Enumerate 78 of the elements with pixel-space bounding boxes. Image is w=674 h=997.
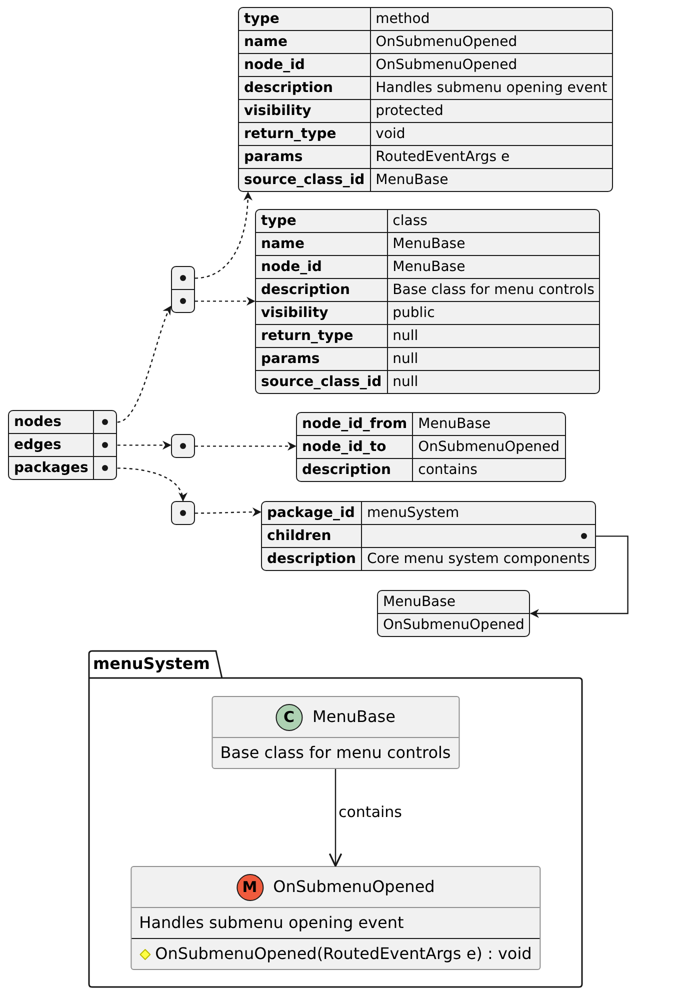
dashed-arrow — [195, 442, 296, 451]
json-value: MenuBase — [418, 416, 491, 432]
json-key: type — [261, 213, 296, 229]
json-value: Base class for menu controls — [392, 282, 594, 298]
method-name: OnSubmenuOpened — [273, 877, 435, 897]
json-object-table — [255, 209, 600, 394]
json-array-box — [377, 590, 530, 637]
json-object-table — [296, 412, 566, 482]
json-key: params — [244, 149, 303, 165]
json-key: packages — [14, 460, 88, 476]
json-array-box — [171, 434, 195, 458]
dashed-arrow — [195, 508, 262, 517]
json-value: OnSubmenuOpened — [418, 439, 560, 455]
json-key: edges — [14, 437, 62, 453]
method-signature: OnSubmenuOpened(RoutedEventArgs e) : void — [155, 944, 532, 964]
json-key: children — [267, 528, 332, 544]
json-key: node_id — [261, 259, 322, 275]
json-value: method — [376, 11, 430, 27]
json-key: node_id_from — [302, 416, 408, 432]
json-value: protected — [376, 103, 444, 119]
json-key: name — [244, 34, 288, 50]
json-key: visibility — [244, 103, 312, 119]
class-description: Base class for menu controls — [220, 743, 451, 762]
json-object-table — [8, 410, 118, 480]
json-value: null — [392, 351, 418, 367]
json-key: description — [261, 282, 350, 298]
json-value: MenuBase — [376, 172, 448, 188]
json-value: OnSubmenuOpened — [383, 617, 524, 633]
package-name: menuSystem — [93, 654, 210, 674]
json-key: type — [244, 11, 280, 27]
json-value: null — [392, 328, 418, 344]
json-key: source_class_id — [244, 172, 365, 188]
json-key: nodes — [14, 414, 62, 430]
json-value: MenuBase — [392, 259, 466, 275]
arrow — [530, 536, 628, 618]
method-description: Handles submenu opening event — [139, 913, 404, 932]
json-key: description — [302, 462, 391, 478]
dashed-arrow — [117, 468, 186, 502]
json-key: node_id_to — [302, 439, 386, 455]
class-box — [211, 696, 460, 769]
json-value: contains — [418, 462, 478, 478]
edge-label: contains — [338, 802, 402, 820]
json-value: void — [376, 126, 406, 142]
json-key: return_type — [261, 328, 354, 344]
method-box — [130, 866, 541, 970]
json-array-box — [171, 266, 195, 313]
arrow — [328, 769, 342, 867]
package-frame — [88, 650, 583, 988]
json-value: Handles submenu opening event — [376, 80, 608, 96]
json-key: params — [261, 351, 320, 367]
json-array-box — [171, 501, 195, 525]
dashed-arrow — [195, 296, 256, 306]
json-value: menuSystem — [366, 505, 460, 521]
json-value: Core menu system components — [366, 551, 590, 567]
json-value: RoutedEventArgs e — [376, 149, 510, 165]
class-type-badge: C — [276, 704, 303, 730]
dashed-arrow — [194, 192, 252, 279]
method-type-badge: M — [236, 874, 264, 900]
json-key: description — [267, 551, 356, 567]
dashed-arrow — [117, 440, 172, 450]
json-key: visibility — [261, 305, 328, 321]
json-key: source_class_id — [261, 374, 382, 390]
json-object-table — [261, 501, 596, 571]
json-value: public — [392, 305, 435, 321]
class-name: MenuBase — [312, 707, 396, 727]
json-key: return_type — [244, 126, 336, 142]
dashed-arrow — [117, 306, 172, 423]
json-key: description — [244, 80, 333, 96]
json-key: node_id — [244, 57, 305, 73]
json-object-table — [238, 7, 614, 192]
json-value: MenuBase — [392, 236, 466, 252]
json-key: name — [261, 236, 304, 252]
json-value: OnSubmenuOpened — [376, 34, 518, 50]
json-value: class — [392, 213, 428, 229]
json-value: null — [392, 374, 418, 390]
json-value: OnSubmenuOpened — [376, 57, 518, 73]
json-key: package_id — [267, 505, 355, 521]
json-value: MenuBase — [383, 594, 456, 610]
